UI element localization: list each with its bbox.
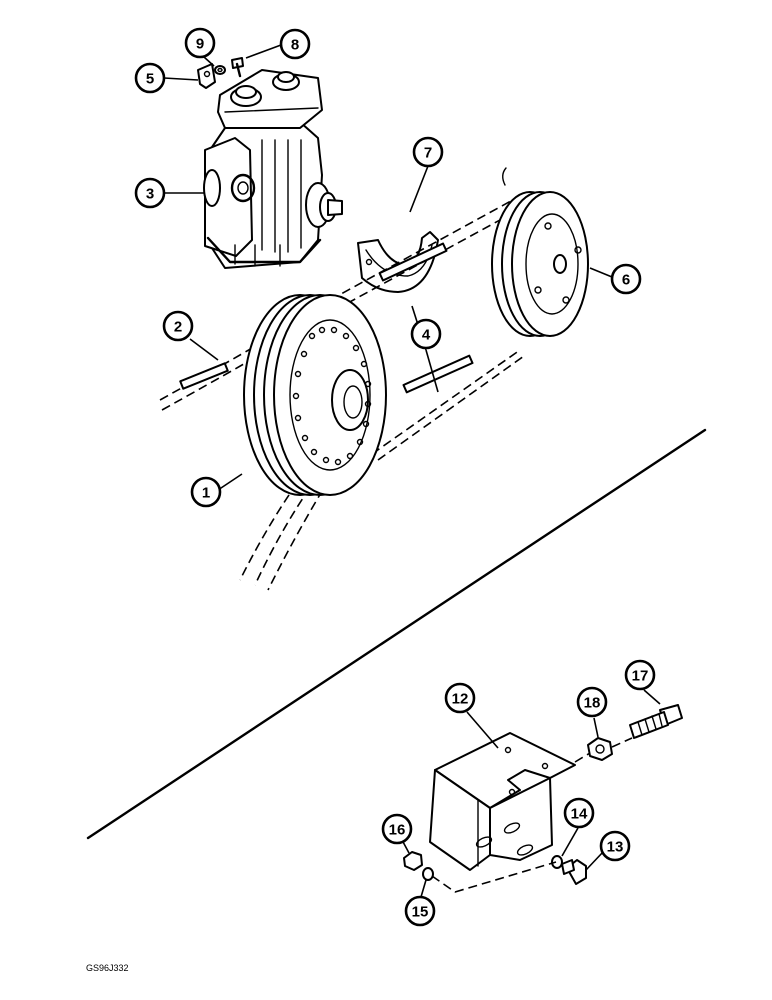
callout-18-label: 18 bbox=[584, 695, 601, 712]
callout-15: 15 bbox=[404, 895, 436, 927]
callout-2: 2 bbox=[162, 310, 194, 342]
screw-drawing bbox=[231, 57, 244, 78]
callout-16-label: 16 bbox=[389, 822, 406, 839]
callout-3: 3 bbox=[134, 177, 166, 209]
nut-large-drawing bbox=[587, 737, 613, 761]
callout-6: 6 bbox=[610, 263, 642, 295]
callout-8: 8 bbox=[279, 28, 311, 60]
callout-12-label: 12 bbox=[452, 691, 469, 708]
clip-bracket-drawing bbox=[197, 63, 216, 89]
callout-17-label: 17 bbox=[632, 668, 649, 685]
leader-lines bbox=[163, 44, 661, 898]
belt-guard-drawing bbox=[357, 231, 439, 293]
callout-12: 12 bbox=[444, 682, 476, 714]
callout-4-label: 4 bbox=[422, 327, 431, 344]
callout-14-label: 14 bbox=[571, 806, 588, 823]
callout-2-label: 2 bbox=[174, 319, 182, 336]
mounting-bracket-drawing bbox=[429, 732, 576, 871]
callout-3-label: 3 bbox=[146, 186, 154, 203]
compressor-drawing bbox=[203, 69, 343, 269]
callout-8-label: 8 bbox=[291, 37, 299, 54]
lock-washer-drawing bbox=[551, 855, 563, 869]
callout-13: 13 bbox=[599, 830, 631, 862]
callout-16: 16 bbox=[381, 813, 413, 845]
callout-1-label: 1 bbox=[202, 485, 210, 502]
callout-4: 4 bbox=[410, 318, 442, 350]
callout-17: 17 bbox=[624, 659, 656, 691]
washer-drawing bbox=[214, 65, 226, 75]
crank-pulley-drawing bbox=[243, 294, 387, 496]
figure-code: GS96J332 bbox=[86, 963, 129, 973]
callout-7: 7 bbox=[412, 136, 444, 168]
callout-14: 14 bbox=[563, 797, 595, 829]
callout-6-label: 6 bbox=[622, 272, 630, 289]
callout-1: 1 bbox=[190, 476, 222, 508]
callout-9: 9 bbox=[184, 27, 216, 59]
divider-line bbox=[86, 428, 707, 840]
washer-small-drawing bbox=[422, 867, 434, 881]
callout-13-label: 13 bbox=[607, 839, 624, 856]
callout-5: 5 bbox=[134, 62, 166, 94]
bolt-small-drawing bbox=[561, 859, 587, 885]
compressor-pulley-drawing bbox=[491, 191, 589, 337]
callout-9-label: 9 bbox=[196, 36, 204, 53]
callout-18: 18 bbox=[576, 686, 608, 718]
callout-7-label: 7 bbox=[424, 145, 432, 162]
nut-small-drawing bbox=[403, 851, 423, 871]
callout-5-label: 5 bbox=[146, 71, 154, 88]
callout-15-label: 15 bbox=[412, 904, 429, 921]
bolt-large-drawing bbox=[629, 704, 683, 739]
